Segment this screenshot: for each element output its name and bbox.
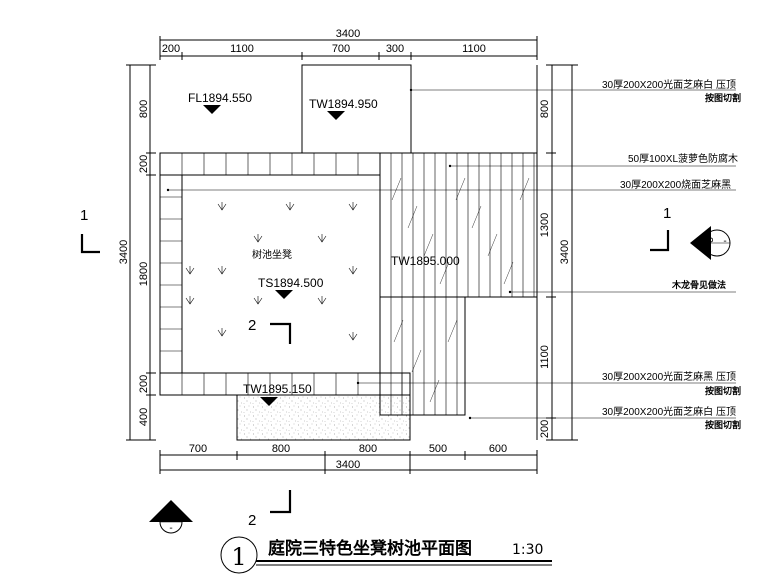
bottom-dimension-text: 700 800 800 500 600 3400: [189, 443, 507, 471]
detail-callout-3-top: 3: [705, 237, 716, 243]
right-dimension-text: 3400 800 1300 1100 200: [539, 100, 571, 438]
note-5-line2: 按图切割: [705, 385, 741, 396]
planting-symbols: [185, 202, 358, 341]
top-total-dim: 3400: [336, 28, 360, 40]
plant-symbol-icon: [185, 296, 195, 305]
bottom-dim-5: 600: [489, 443, 507, 455]
section-2-bottom-label: 2: [248, 512, 256, 529]
bottom-dim-4: 500: [429, 443, 447, 455]
plant-symbol-icon: [348, 332, 358, 341]
note-6-line2: 按图切割: [705, 419, 741, 430]
left-dim-1: 800: [138, 100, 150, 118]
note-2: 50厚100XL菠萝色防腐木: [628, 152, 738, 165]
bottom-dim-1: 700: [189, 443, 207, 455]
right-dim-4: 200: [539, 420, 551, 438]
section-2-top-label: 2: [248, 317, 256, 334]
bottom-dim-2: 800: [272, 443, 290, 455]
plant-symbol-icon: [348, 266, 358, 275]
detail-callout-3: 3 -: [690, 226, 731, 260]
plant-symbol-icon: [217, 328, 227, 337]
plant-symbol-icon: [217, 202, 227, 211]
bottom-total-dim: 3400: [336, 459, 360, 471]
plant-symbol-icon: [253, 234, 263, 243]
note-6-line1: 30厚200X200光面芝麻白 压顶: [602, 405, 736, 418]
elevation-triangle-icon: [203, 105, 221, 114]
note-1-line1: 30厚200X200光面芝麻白 压顶: [602, 78, 736, 91]
right-dim-3: 1100: [539, 345, 551, 369]
left-dim-4: 200: [138, 375, 150, 393]
top-dimension-text: 3400 200 1100 700 300 1100: [162, 28, 486, 55]
drawing-number: 1: [231, 543, 246, 571]
elevation-triangle-icon: [275, 290, 293, 299]
drawing-number-circle: [220, 536, 258, 574]
plant-symbol-icon: [185, 266, 195, 275]
bottom-dim-3: 800: [359, 443, 377, 455]
drawing-scale: 1:30: [512, 542, 543, 558]
material-notes: 30厚200X200光面芝麻白 压顶 按图切割 50厚100XL菠萝色防腐木 3…: [166, 78, 741, 430]
section-marker-2-bottom: 2: [248, 490, 292, 529]
elevation-fl: FL1894.550: [188, 91, 252, 114]
note-1-line2: 按图切割: [705, 92, 741, 103]
plant-symbol-icon: [253, 296, 263, 305]
elevation-tw-top-text: TW1894.950: [309, 97, 378, 111]
left-dim-3: 1800: [138, 262, 150, 286]
section-1-left-label: 1: [80, 207, 88, 224]
timber-deck: [379, 152, 538, 416]
note-4: 木龙骨见做法: [671, 279, 726, 290]
elevation-triangle-icon: [327, 111, 345, 120]
elevation-tw-bottom: TW1895.150: [243, 382, 312, 406]
deck-hatch: [391, 177, 530, 403]
note-3: 30厚200X200烧面芝麻黑: [620, 178, 731, 191]
left-dim-2: 200: [138, 155, 150, 173]
right-total-dim: 3400: [559, 240, 571, 264]
deck-board-lines: [390, 153, 535, 415]
elevation-ts: TS1894.500: [258, 276, 324, 299]
top-dim-4: 300: [386, 43, 404, 55]
left-dim-5: 400: [138, 408, 150, 426]
plant-symbol-icon: [317, 234, 327, 243]
top-dim-5: 1100: [462, 43, 486, 55]
title-block: 1 庭院三特色坐凳树池平面图 1:30: [220, 536, 552, 574]
section-marker-1-right: 1: [650, 205, 671, 252]
plant-symbol-icon: [348, 202, 358, 211]
tree-pool-label: 树池坐凳: [252, 248, 292, 261]
plant-symbol-icon: [317, 296, 327, 305]
section-marker-1-left: 1: [80, 207, 100, 254]
plant-symbol-icon: [217, 266, 227, 275]
elevation-ts-text: TS1894.500: [258, 276, 324, 290]
left-total-dim: 3400: [118, 240, 130, 264]
top-dim-2: 1100: [230, 43, 254, 55]
note-5-line1: 30厚200X200光面芝麻黑 压顶: [602, 370, 736, 383]
section-marker-2-top: 2: [248, 317, 292, 344]
detail-callout-2-top: 2: [168, 511, 174, 522]
detail-callout-2: 2 -: [149, 500, 193, 534]
elevation-tw-top: TW1894.950: [309, 97, 378, 120]
elevation-tw-right-text: TW1895.000: [391, 254, 460, 268]
right-dim-2: 1300: [539, 213, 551, 237]
elevation-fl-text: FL1894.550: [188, 91, 252, 105]
elevation-tw-right: TW1895.000: [391, 254, 460, 268]
detail-callout-2-bottom: -: [169, 523, 172, 534]
left-dimension-text: 3400 800 200 1800 200 400: [118, 100, 150, 426]
drawing-title: 庭院三特色坐凳树池平面图: [268, 538, 472, 559]
tree-pool-area: [181, 174, 381, 374]
dimension-lines: [126, 36, 578, 474]
elevation-tw-bottom-text: TW1895.150: [243, 382, 312, 396]
detail-callout-3-bottom: -: [723, 236, 726, 247]
top-dim-3: 700: [332, 43, 350, 55]
top-dim-1: 200: [162, 43, 180, 55]
section-1-right-label: 1: [663, 205, 671, 222]
right-dim-1: 800: [539, 100, 551, 118]
plant-symbol-icon: [285, 202, 295, 211]
elevation-triangle-icon: [260, 397, 278, 406]
